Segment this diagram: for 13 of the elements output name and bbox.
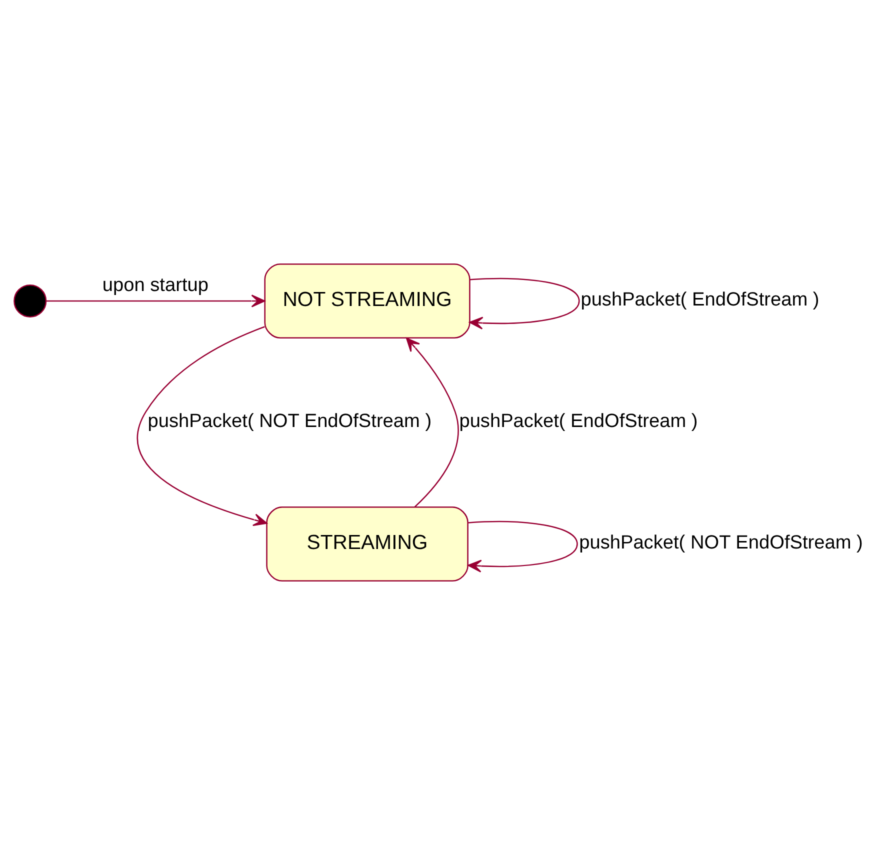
arrow bbox=[469, 277, 580, 329]
arrow bbox=[136, 326, 268, 526]
edge-label: pushPacket( NOT EndOfStream ) bbox=[579, 532, 863, 553]
arrow bbox=[46, 294, 266, 307]
edge-label: pushPacket( EndOfStream ) bbox=[580, 288, 820, 310]
arrow bbox=[406, 337, 459, 508]
edge-label: upon startup bbox=[102, 274, 208, 296]
node-circle bbox=[14, 284, 47, 318]
edge-label: pushPacket( NOT EndOfStream ) bbox=[148, 410, 432, 432]
edge-label: pushPacket( EndOfStream ) bbox=[459, 410, 698, 432]
arrow bbox=[468, 520, 578, 572]
node-box: NOT STREAMING bbox=[264, 262, 470, 338]
node-box: STREAMING bbox=[266, 506, 468, 582]
